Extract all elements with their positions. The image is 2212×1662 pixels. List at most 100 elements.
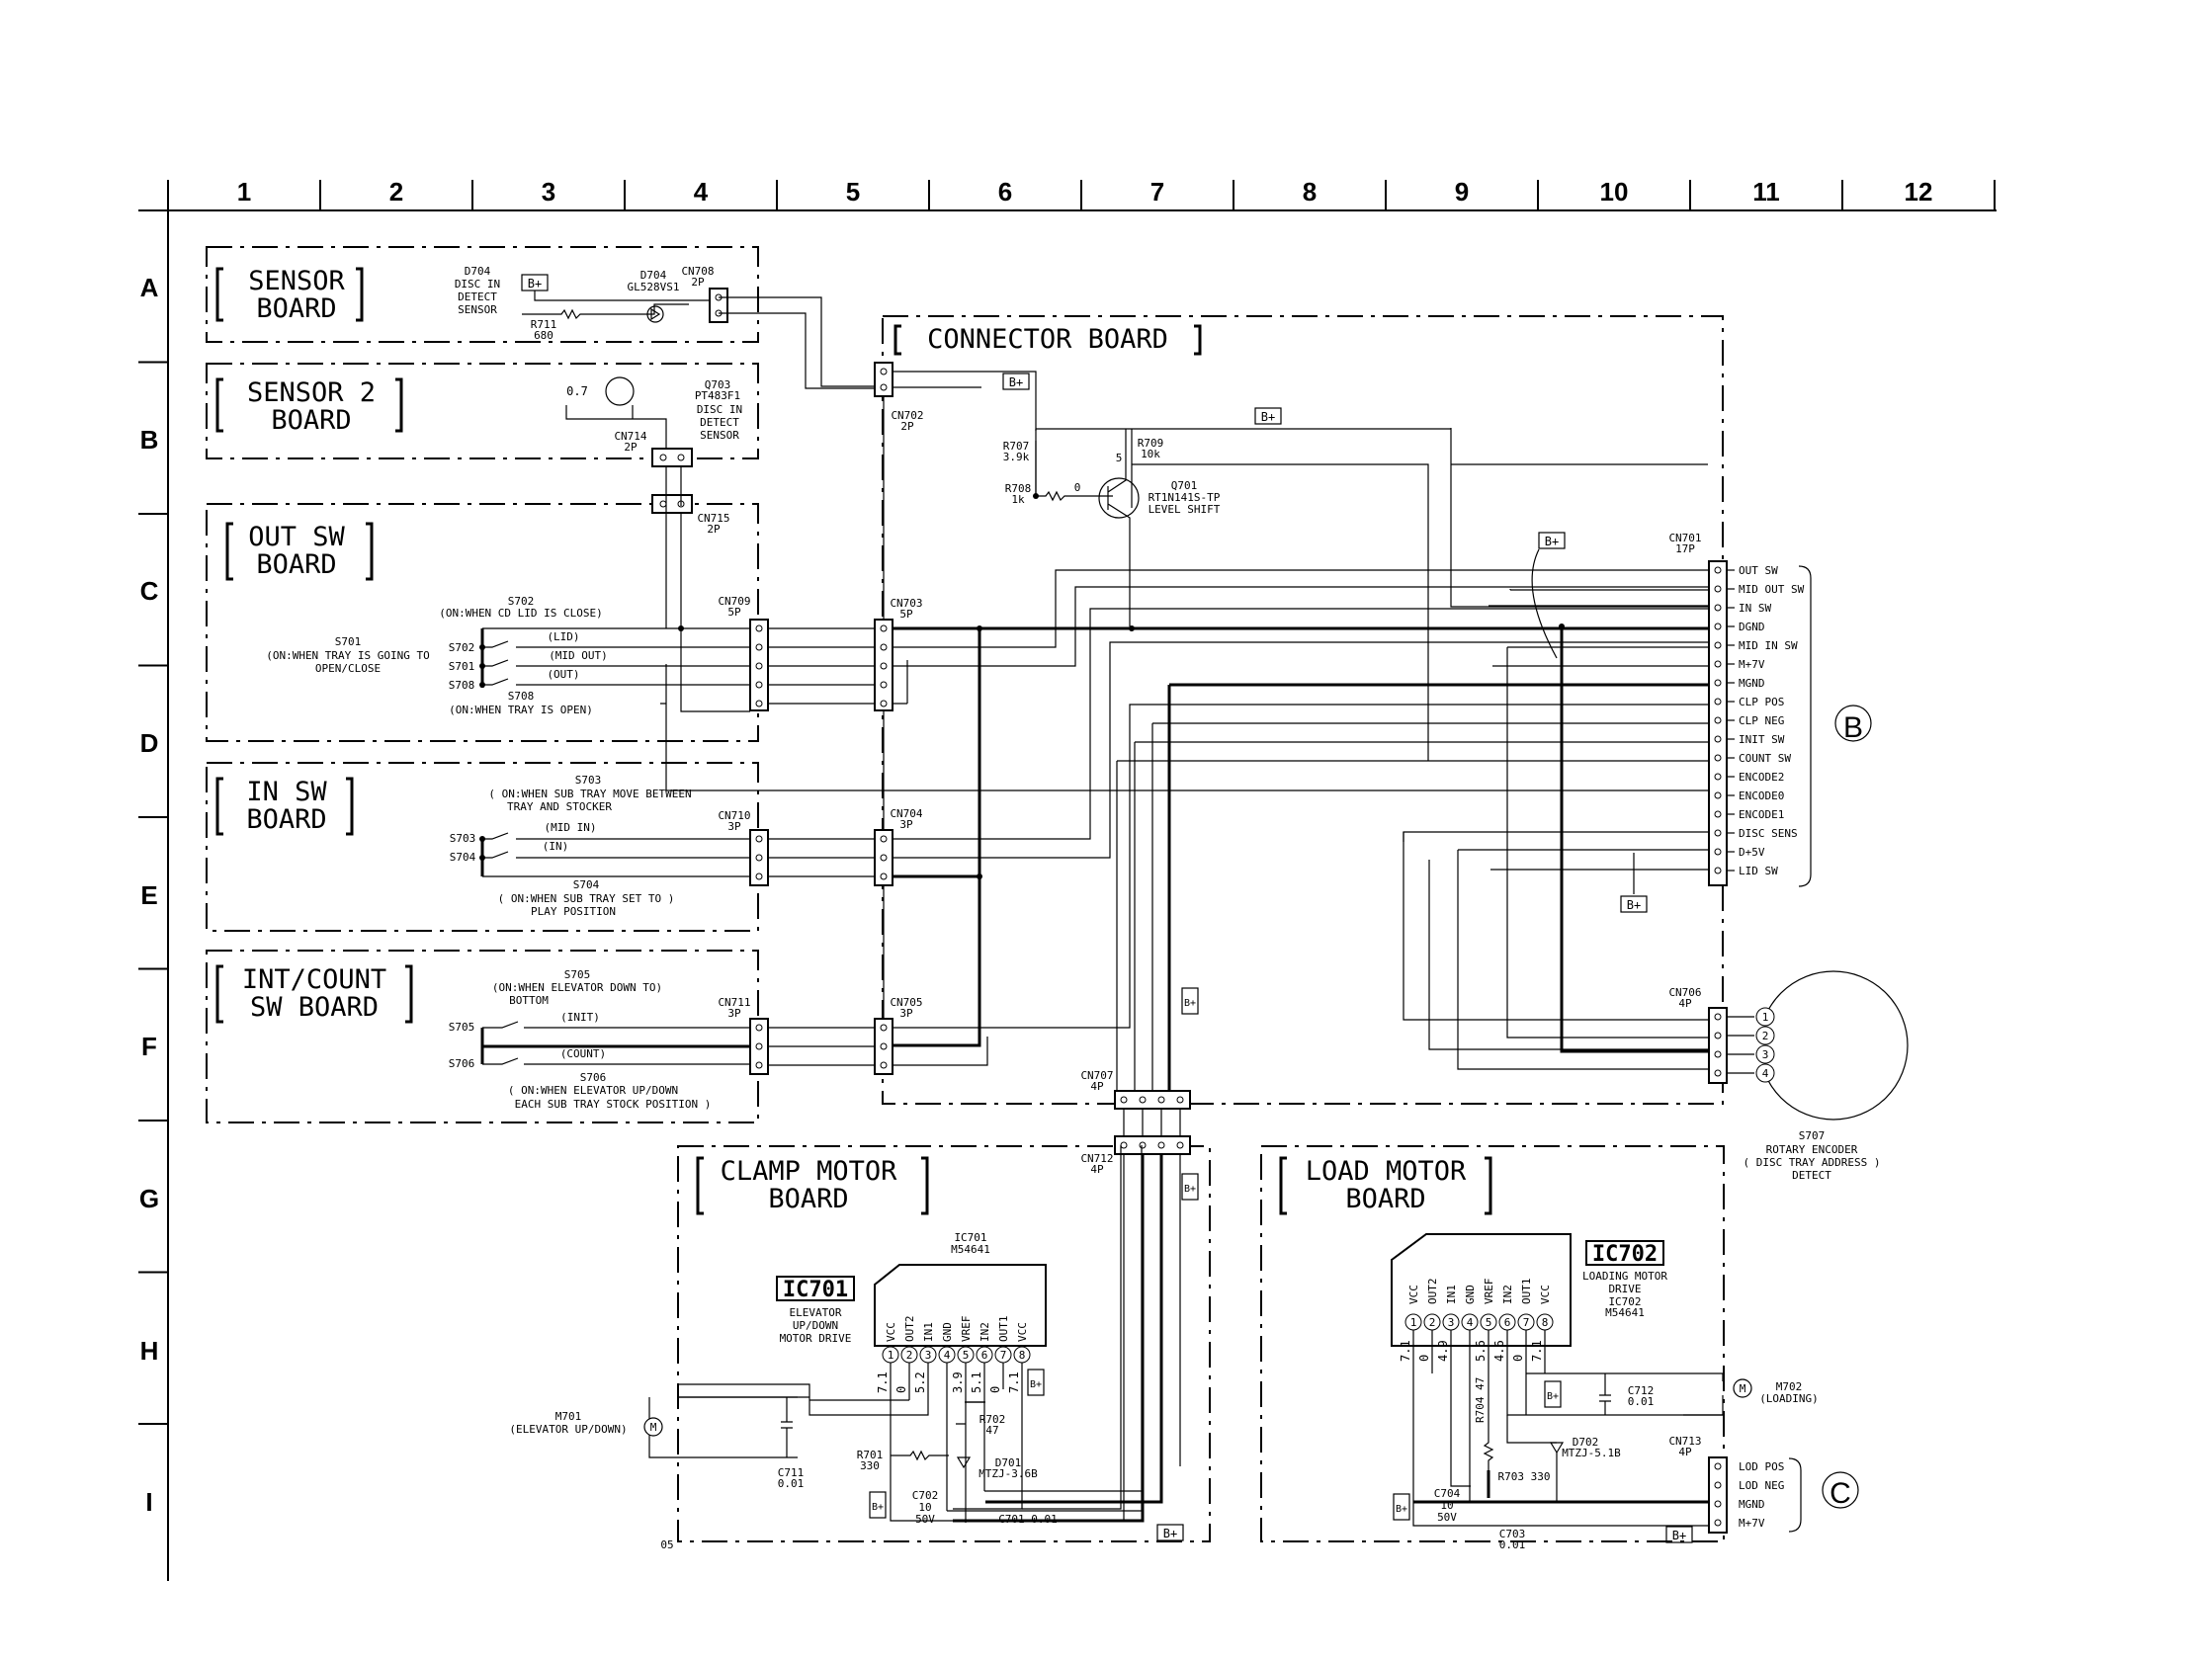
bplus-tag [1620, 895, 1648, 913]
ref-marker-label: B [1843, 711, 1863, 744]
part-value: 0.01 [778, 1477, 805, 1490]
ic-label: IC702 [1592, 1242, 1658, 1267]
part-value: 0.01 [1628, 1395, 1655, 1408]
ic-pin-name: OUT2 [1426, 1279, 1439, 1305]
motor-label: M [650, 1421, 657, 1434]
zener-diode-icon [1549, 1442, 1565, 1454]
pin-label: CLP NEG [1739, 714, 1784, 727]
col-label: 6 [998, 177, 1012, 207]
connector-cn708 [709, 288, 728, 323]
pin-voltage: 4.9 [1436, 1340, 1450, 1362]
part-value: 0.01 [1499, 1538, 1526, 1551]
motor-icon [1733, 1378, 1752, 1398]
clamp-motor-board: CLAMP MOTOR BOARD CN712 4P B+ IC701 M546… [509, 1109, 1211, 1551]
pin-label: MGND [1739, 1498, 1765, 1511]
board-title: BOARD [246, 804, 326, 835]
ic702-pins: VCC OUT2 IN1 GND VREF IN2 OUT1 VCC 1 2 3… [1399, 1279, 1554, 1362]
connector-cn714 [651, 448, 693, 467]
connector-ref: CN705 [890, 996, 922, 1009]
part-value: 10 [1440, 1499, 1453, 1512]
bplus-label: B+ [1545, 535, 1559, 548]
part-note: EACH SUB TRAY STOCK POSITION ) [515, 1098, 712, 1111]
board-title: SENSOR 2 [247, 377, 376, 408]
pin-voltage: 5.6 [1474, 1340, 1488, 1362]
svg-text:3: 3 [1448, 1316, 1455, 1329]
part-note: DISC IN [697, 403, 742, 416]
part-note: (ELEVATOR UP/DOWN) [509, 1423, 627, 1436]
load-motor-board: LOAD MOTOR BOARD IC702 LOADING MOTOR DRI… [1260, 1145, 1859, 1551]
connector-pin [1714, 867, 1722, 874]
ic-pin-name: OUT1 [1520, 1279, 1533, 1305]
part-ref: Q703 [705, 378, 731, 391]
pin-voltage: 3.9 [951, 1371, 965, 1393]
connector-pin [1714, 641, 1722, 649]
connector-pins: 2P [624, 441, 638, 454]
connector-pins: 4P [1678, 997, 1692, 1010]
part-value: 330 [860, 1459, 880, 1472]
bplus-tag [1181, 1173, 1199, 1201]
connector-ref: CN704 [890, 807, 922, 820]
col-label: 4 [694, 177, 709, 207]
part-value: 680 [534, 329, 553, 342]
row-labels: A B C D E F G H I [139, 273, 159, 1517]
part-ref: M701 [555, 1410, 582, 1423]
svg-text:2: 2 [906, 1349, 913, 1362]
ic-function: DRIVE [1608, 1283, 1641, 1295]
int-count-sw-board: INT/COUNT SW BOARD S705 (ON:WHEN ELEVATO… [206, 950, 769, 1123]
connector-pins: 17P [1675, 542, 1695, 555]
connector-ref: CN714 [614, 430, 646, 443]
pin-label: LOD POS [1739, 1460, 1784, 1473]
part-number: M54641 [951, 1243, 990, 1256]
connector-ref: CN712 [1080, 1152, 1113, 1165]
part-ref: S705 [564, 968, 591, 981]
part-value: 3.9k [1003, 451, 1030, 463]
pin-voltage: 7.1 [876, 1371, 890, 1393]
part-number: MTZJ-3.6B [978, 1467, 1038, 1480]
pin-label: LID SW [1739, 865, 1778, 877]
in-sw-board: IN SW BOARD S703 ( ON:WHEN SUB TRAY MOVE… [206, 762, 769, 932]
pin-label: MID OUT SW [1739, 583, 1805, 596]
bplus-label: B+ [1009, 375, 1023, 389]
ic-function: ELEVATOR [790, 1306, 842, 1319]
pin-label: M+7V [1739, 1517, 1765, 1530]
motor-icon [643, 1417, 663, 1437]
col-label: 9 [1455, 177, 1469, 207]
col-label: 12 [1905, 177, 1933, 207]
part-number: MTZJ-5.1B [1562, 1447, 1621, 1459]
pin-label: D+5V [1739, 846, 1765, 859]
bplus-label: B+ [1030, 1379, 1042, 1390]
part-ref: S707 [1799, 1129, 1826, 1142]
connector-ref: CN713 [1668, 1435, 1701, 1448]
svg-text:4: 4 [944, 1349, 951, 1362]
board-title: BOARD [256, 549, 336, 580]
connector-pin [1714, 829, 1722, 837]
part-note: ( ON:WHEN SUB TRAY SET TO ) [498, 892, 675, 905]
svg-text:7: 7 [1523, 1316, 1530, 1329]
pin-voltage: 0 [1511, 1355, 1525, 1362]
encoder-pin: 2 [1762, 1030, 1769, 1042]
switch-label: (LID) [547, 630, 579, 643]
connector-pin [1714, 735, 1722, 743]
part-ref: Q701 [1171, 479, 1198, 492]
pin-voltage: 7.1 [1399, 1340, 1412, 1362]
connector-pin [1714, 660, 1722, 668]
svg-text:6: 6 [1504, 1316, 1511, 1329]
part-note: BOTTOM [509, 994, 549, 1007]
ic-pin-name: GND [941, 1322, 954, 1342]
board-title: CLAMP MOTOR [721, 1156, 898, 1187]
connector-pin [1714, 716, 1722, 724]
part-ref: D704 [640, 269, 667, 282]
part-ref: S704 [573, 878, 600, 891]
bplus-label: B+ [1396, 1504, 1407, 1515]
ref-marker-b [1834, 705, 1872, 742]
connector-pin [1714, 698, 1722, 706]
connector-pins: 2P [707, 523, 721, 536]
part-note: DISC IN [455, 278, 500, 291]
connector-pin [1714, 810, 1722, 818]
pin-voltage: 7.1 [1530, 1340, 1544, 1362]
pin-label: DGND [1739, 621, 1765, 633]
board-title: INT/COUNT [242, 964, 386, 995]
switch-ref: S701 [449, 660, 475, 673]
connector-ref: CN701 [1668, 532, 1701, 544]
connector-pins: 3P [899, 1007, 913, 1020]
